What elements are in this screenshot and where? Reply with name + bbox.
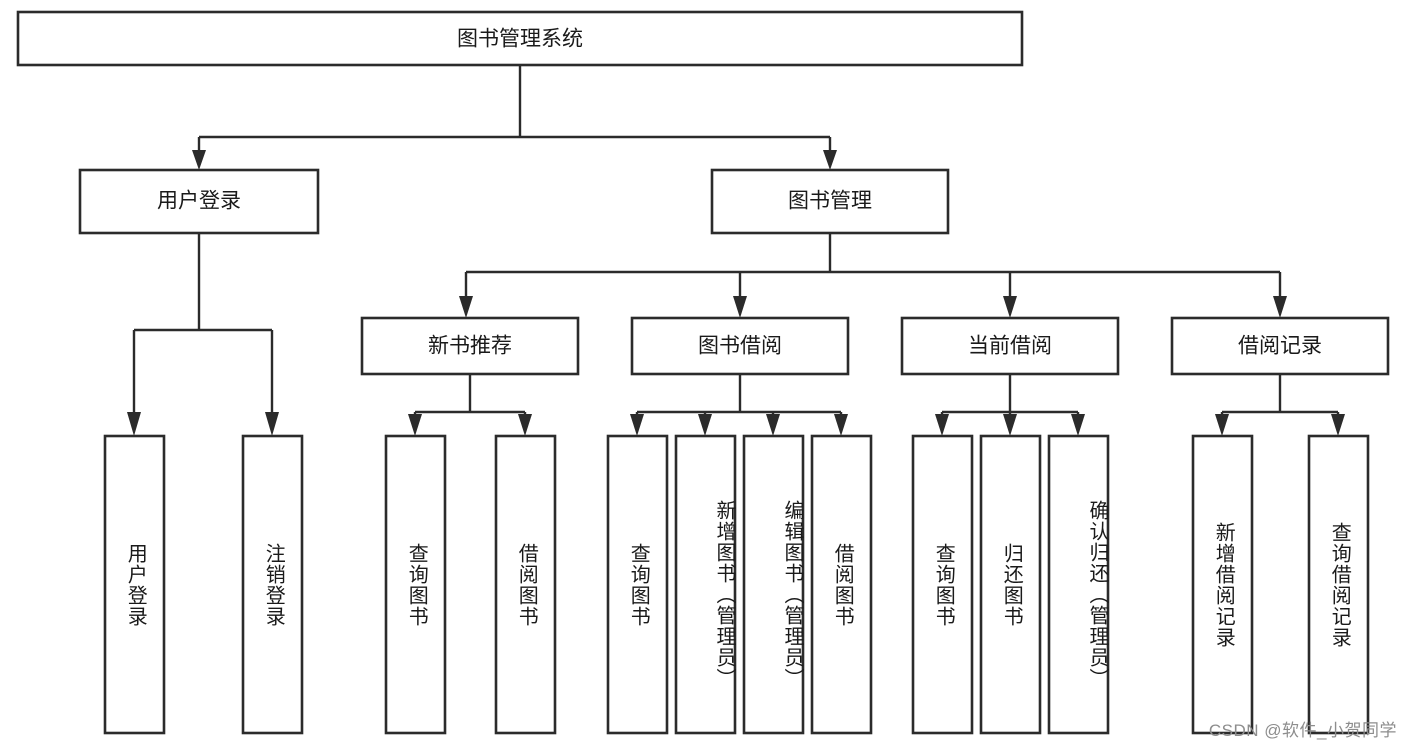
node-user-login[interactable]: 用户登录 (78, 168, 320, 235)
connector-group-book-manage (459, 233, 1287, 318)
arrowhead-leaf-1 (127, 412, 141, 436)
arrowhead-new-book-rec (459, 296, 473, 318)
node-book-manage[interactable]: 图书管理 (710, 168, 950, 235)
arrowhead-user-login (192, 150, 206, 170)
node-book-manage-label: 图书管理 (788, 190, 872, 213)
connector-group-root (192, 65, 837, 170)
leaf-box-3[interactable] (384, 434, 447, 735)
arrowhead-borrow-record (1273, 296, 1287, 318)
connector-group-book-borrow (630, 374, 848, 436)
leaf-box-6[interactable] (674, 434, 737, 735)
node-new-book-rec[interactable]: 新书推荐 (360, 316, 580, 376)
arrowhead-leaf-7 (766, 414, 780, 436)
node-borrow-record[interactable]: 借阅记录 (1170, 316, 1390, 376)
node-user-login-label: 用户登录 (157, 190, 241, 213)
leaf-box-11[interactable] (1047, 434, 1110, 735)
leaf-box-12[interactable] (1191, 434, 1254, 735)
leaf-box-8[interactable] (810, 434, 873, 735)
arrowhead-current-borrow (1003, 296, 1017, 318)
node-borrow-record-label: 借阅记录 (1238, 335, 1322, 358)
connector-group-new-book-rec (408, 374, 532, 436)
node-book-manage-box[interactable] (710, 168, 950, 235)
connector-group-user-login (127, 233, 279, 436)
arrowhead-leaf-12 (1215, 414, 1229, 436)
node-book-borrow-label: 图书借阅 (698, 335, 782, 358)
arrowhead-leaf-8 (834, 414, 848, 436)
arrowhead-book-manage (823, 150, 837, 170)
node-new-book-rec-label: 新书推荐 (428, 335, 512, 358)
arrowhead-leaf-10 (1003, 414, 1017, 436)
node-current-borrow[interactable]: 当前借阅 (900, 316, 1120, 376)
connector-group-current-borrow (935, 374, 1085, 436)
node-user-login-box[interactable] (78, 168, 320, 235)
leaf-boxes (103, 434, 1370, 735)
leaf-box-10[interactable] (979, 434, 1042, 735)
leaf-box-7[interactable] (742, 434, 805, 735)
leaf-box-9[interactable] (911, 434, 974, 735)
node-root-label: 图书管理系统 (457, 28, 583, 51)
node-current-borrow-label: 当前借阅 (968, 335, 1052, 358)
arrowhead-leaf-4 (518, 414, 532, 436)
arrowhead-leaf-9 (935, 414, 949, 436)
node-book-borrow[interactable]: 图书借阅 (630, 316, 850, 376)
arrowhead-leaf-11 (1071, 414, 1085, 436)
node-root[interactable]: 图书管理系统 (16, 10, 1024, 67)
leaf-box-2[interactable] (241, 434, 304, 735)
node-new-book-rec-box[interactable] (360, 316, 580, 376)
arrowhead-leaf-5 (630, 414, 644, 436)
leaf-box-13[interactable] (1307, 434, 1370, 735)
csdn-watermark: CSDN @软件_小贺同学 (1208, 721, 1397, 740)
node-current-borrow-box[interactable] (900, 316, 1120, 376)
node-borrow-record-box[interactable] (1170, 316, 1390, 376)
arrowhead-book-borrow (733, 296, 747, 318)
arrowhead-leaf-6 (698, 414, 712, 436)
leaf-box-5[interactable] (606, 434, 669, 735)
arrowhead-leaf-3 (408, 414, 422, 436)
arrowhead-leaf-2 (265, 412, 279, 436)
arrowhead-leaf-13 (1331, 414, 1345, 436)
leaf-box-1[interactable] (103, 434, 166, 735)
node-book-borrow-box[interactable] (630, 316, 850, 376)
connector-group-borrow-record (1215, 374, 1345, 436)
node-root-box[interactable] (16, 10, 1024, 67)
leaf-box-4[interactable] (494, 434, 557, 735)
